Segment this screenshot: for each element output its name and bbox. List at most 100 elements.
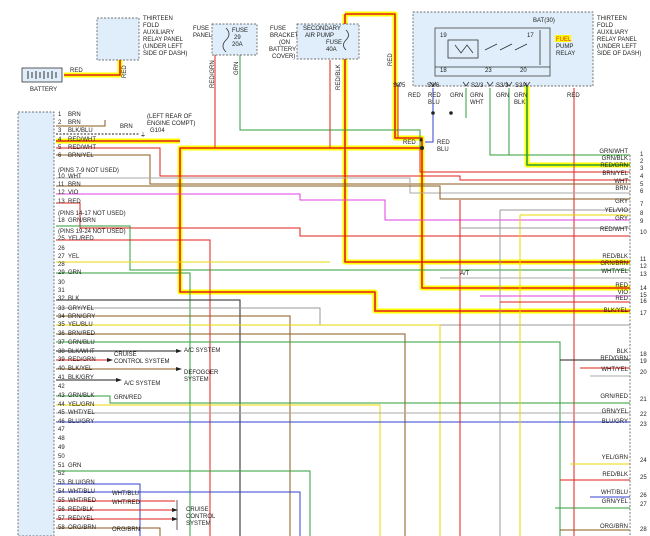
arrow-icons [107, 349, 182, 521]
right-pin-number: 4 [640, 174, 644, 180]
svg-text:RED: RED [428, 93, 441, 99]
hl-red14 [421, 148, 630, 289]
left-pin-wire-color: GRY/YEL [68, 306, 95, 312]
left-pin-number: 48 [58, 436, 65, 442]
right-pin-wire-color: GRY [615, 199, 628, 205]
left-pin-wire-color: RED [68, 199, 81, 205]
left-pin-number: 43 [58, 393, 65, 399]
fuse-symbol-icon [222, 27, 230, 53]
right-pin-number: 25 [640, 475, 647, 481]
svg-text:18: 18 [440, 68, 447, 74]
svg-text:SIDE OF DASH): SIDE OF DASH) [143, 51, 187, 57]
right-pin-number: 26 [640, 493, 647, 499]
cruise-control-label-2: CRUISE [186, 507, 209, 513]
svg-text:SYSTEM: SYSTEM [184, 377, 209, 383]
left-pin-number: 2 [58, 120, 62, 126]
svg-text:RED: RED [122, 65, 128, 78]
wire-pin37 [56, 341, 561, 536]
right-pin-number: 6 [640, 189, 644, 195]
svg-text:SIDE OF DASH): SIDE OF DASH) [597, 51, 641, 57]
svg-text:S3/3: S3/3 [496, 83, 509, 89]
svg-text:BATTERY: BATTERY [269, 47, 296, 53]
right-pin-wire-color: YEL/VIO [605, 208, 629, 214]
cruise-control-label-1: CRUISE [114, 352, 137, 358]
battery-wire-label: RED [70, 68, 83, 74]
svg-text:S3/5: S3/5 [393, 83, 406, 89]
right-pin-wire-color: BRN [615, 186, 628, 192]
svg-text:SYSTEM: SYSTEM [186, 521, 211, 527]
left-pin-number: 1 [58, 112, 62, 118]
right-pin-number: 27 [640, 502, 647, 508]
svg-text:AUXILIARY: AUXILIARY [143, 30, 174, 36]
right-pin-wire-color: RED [615, 296, 628, 302]
right-pin-wire-color: WHT/YEL [601, 269, 628, 275]
left-pin-wire-color: RED/WHT [68, 145, 96, 151]
left-pin-number: 42 [58, 384, 65, 390]
right-pin-number: 21 [640, 397, 647, 403]
svg-text:GRN: GRN [234, 62, 240, 75]
svg-text:29: 29 [234, 35, 241, 41]
svg-text:BRACKET: BRACKET [270, 33, 299, 39]
air-pump-fuse-label: SECONDARY [303, 26, 341, 32]
left-pin-number: 5 [58, 145, 62, 151]
left-pin-wire-color: GRN/BLU [68, 340, 95, 346]
svg-text:20: 20 [520, 68, 527, 74]
air-pump-fuse-symbol-icon [343, 29, 349, 51]
svg-text:THIRTEEN: THIRTEEN [143, 16, 173, 22]
fuse-bracket: FUSE BRACKET (ON BATTERY COVER) SECONDAR… [269, 23, 394, 90]
right-pin-number: 15 [640, 293, 647, 299]
svg-text:AUXILIARY: AUXILIARY [597, 30, 628, 36]
mid-junction-labels: RED RED BLU A/T [403, 140, 470, 277]
left-pin-number: 36 [58, 331, 65, 337]
left-pin-wire-color: GRN [68, 270, 81, 276]
left-pin-number: 6 [58, 153, 62, 159]
wire-pin25 [56, 239, 211, 536]
left-pin-number: 38 [58, 349, 65, 355]
right-pin-number: 23 [640, 422, 647, 428]
left-pin-wire-color: GRN [68, 463, 81, 469]
svg-text:RELAY PANEL: RELAY PANEL [597, 37, 638, 43]
left-pin-number: 50 [58, 454, 65, 460]
hl-battery-wire [64, 60, 121, 76]
left-pin-number: 53 [58, 480, 65, 486]
wire-pin6 [56, 154, 630, 185]
svg-text:17: 17 [527, 33, 534, 39]
wire-pin43 [56, 395, 630, 404]
svg-text:RED: RED [388, 53, 394, 66]
svg-text:G104: G104 [150, 128, 165, 134]
wire-pin51 [56, 470, 311, 536]
right-pin-wire-color: GRN/BRN [600, 261, 628, 267]
right-pin-wire-color: GRN/YEL [602, 499, 629, 505]
left-pin-wire-color: YEL/BLU [68, 322, 93, 328]
svg-text:FUSE: FUSE [193, 26, 209, 32]
wire-pin34 [56, 315, 291, 536]
svg-text:WHT/BLU: WHT/BLU [112, 491, 139, 497]
right-pin-wire-color: VIO [618, 290, 629, 296]
svg-text:FOLD: FOLD [597, 23, 614, 29]
wire-pin12 [56, 193, 630, 221]
left-pin-number: 51 [58, 463, 65, 469]
right-pin-number: 28 [640, 527, 647, 533]
svg-text:(UNDER LEFT: (UNDER LEFT [143, 44, 183, 50]
svg-text:CONTROL: CONTROL [186, 514, 216, 520]
wire-pin35 [56, 324, 441, 536]
left-pin-number: 39 [58, 357, 65, 363]
wire-pin58 [56, 527, 161, 536]
left-pin-number: 29 [58, 270, 65, 276]
left-pin-wire-color: (PINS 19-24 NOT USED) [58, 229, 126, 235]
relay-panel-left: THIRTEEN FOLD AUXILIARY RELAY PANEL (UND… [96, 16, 187, 78]
svg-text:BLU: BLU [428, 100, 440, 106]
left-pin-number: 40 [58, 366, 65, 372]
left-pin-number: 34 [58, 314, 65, 320]
right-pin-number: 3 [640, 166, 644, 172]
svg-text:GRN: GRN [450, 93, 463, 99]
svg-text:GRN: GRN [496, 93, 509, 99]
right-pin-wire-color: GRN/BLK [602, 156, 628, 162]
relay-connector-arrows [394, 81, 531, 87]
hl-red14-yellow [419, 148, 630, 291]
right-pin-wire-color: RED/WHT [600, 227, 628, 233]
svg-text:BRN: BRN [120, 124, 133, 130]
left-pin-number: 26 [58, 246, 65, 252]
right-pin-number: 10 [640, 230, 647, 236]
